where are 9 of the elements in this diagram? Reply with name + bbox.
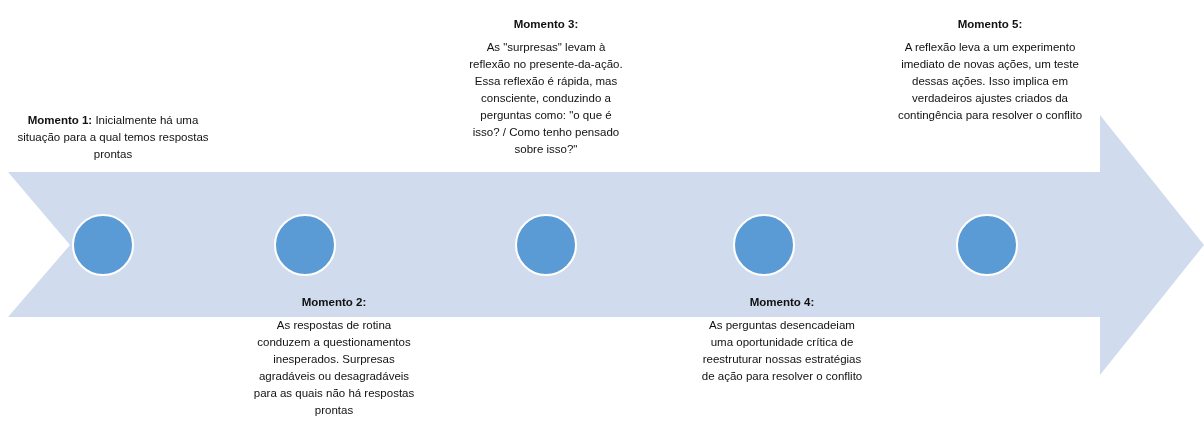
moment-description: As respostas de rotina conduzem a questionamentos inesperados. Surpresas agradáveis ou desagradáveis para as quais não há respostas prontas xyxy=(252,318,416,418)
moment-description: A reflexão leva a um experimento imediato de novas ações, um teste dessas ações. Isso implica em verdadeiros ajustes criados da contingência para resolver o conflito xyxy=(896,40,1084,123)
moment-heading: Momento 4: xyxy=(748,295,816,310)
moment-heading: Momento 5: xyxy=(956,17,1024,32)
moment-description: As perguntas desencadeiam uma oportunidade crítica de reestruturar nossas estratégias de ação para resolver o conflito xyxy=(700,318,864,384)
moment-description: As "surpresas" levam à reflexão no presente-da-ação. Essa reflexão é rápida, mas consciente, conduzindo a perguntas como: "o que é isso? / Como tenho pensado sobre isso?" xyxy=(468,40,624,157)
moment-description: Momento 1: Inicialmente há uma situação para a qual temos respostas prontas xyxy=(16,113,210,162)
moment-heading: Momento 3: xyxy=(512,17,580,32)
moment-heading: Momento 2: xyxy=(300,295,368,310)
